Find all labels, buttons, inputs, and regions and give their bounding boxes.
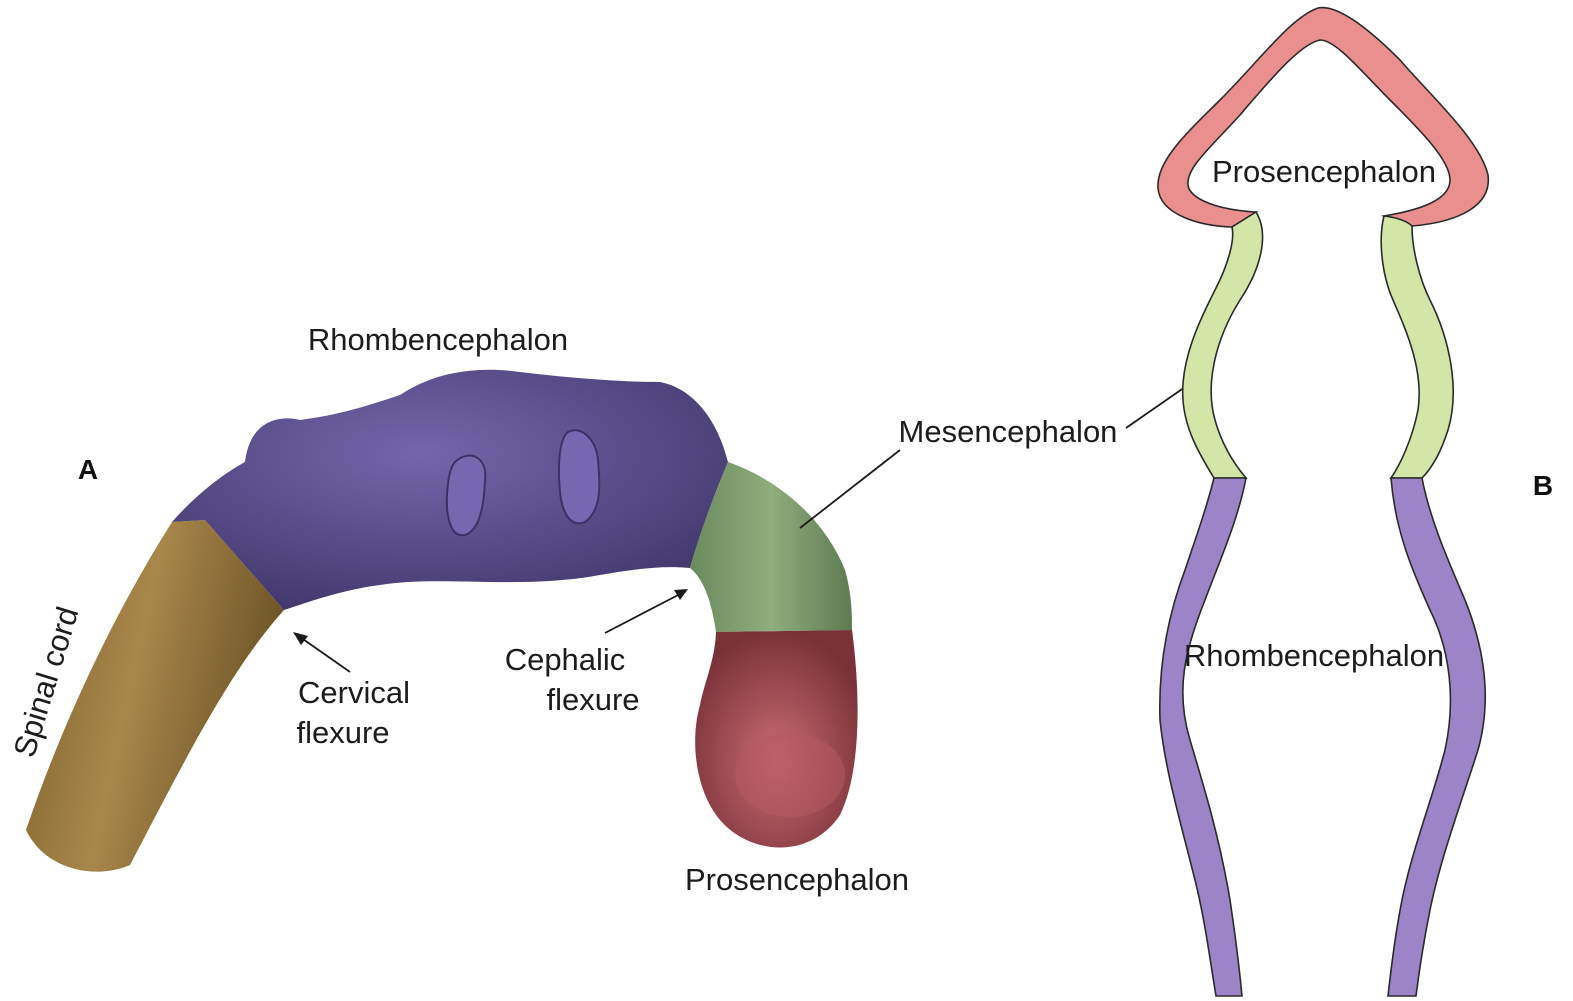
cephalic-flexure-label-line2: flexure bbox=[546, 682, 639, 717]
mesencephalon-wall-right bbox=[1381, 216, 1453, 478]
mesencephalon-label: Mesencephalon bbox=[899, 414, 1118, 449]
panel-b-letter: B bbox=[1533, 470, 1553, 501]
mesencephalon-wall-left bbox=[1183, 212, 1263, 478]
panel-a-letter: A bbox=[78, 454, 98, 485]
otic-pit-right bbox=[559, 430, 599, 523]
rhombencephalon-wall-left bbox=[1160, 478, 1246, 996]
mesencephalon-leader-a bbox=[800, 450, 900, 528]
prosencephalon-label-a: Prosencephalon bbox=[685, 862, 909, 897]
cervical-flexure-arrow bbox=[300, 637, 350, 672]
cervical-flexure-label-line2: flexure bbox=[296, 715, 389, 750]
cervical-flexure-arrowhead bbox=[293, 632, 308, 645]
cephalic-flexure-label-line1: Cephalic bbox=[505, 642, 626, 677]
cephalic-flexure-arrowhead bbox=[674, 589, 688, 600]
prosencephalon-wall-b bbox=[1158, 8, 1488, 227]
cervical-flexure-label-line1: Cervical bbox=[298, 675, 410, 710]
rhombencephalon-label-a: Rhombencephalon bbox=[308, 322, 568, 357]
cephalic-flexure-arrow bbox=[605, 594, 680, 633]
mesencephalon-leader-b bbox=[1126, 385, 1188, 428]
prosencephalon-label-b: Prosencephalon bbox=[1212, 154, 1436, 189]
rhombencephalon-wall-right bbox=[1388, 478, 1485, 996]
panel-a-model bbox=[26, 370, 858, 872]
optic-bulge bbox=[735, 733, 845, 817]
rhombencephalon-label-b: Rhombencephalon bbox=[1184, 638, 1444, 673]
spinal-cord-segment bbox=[26, 520, 284, 872]
